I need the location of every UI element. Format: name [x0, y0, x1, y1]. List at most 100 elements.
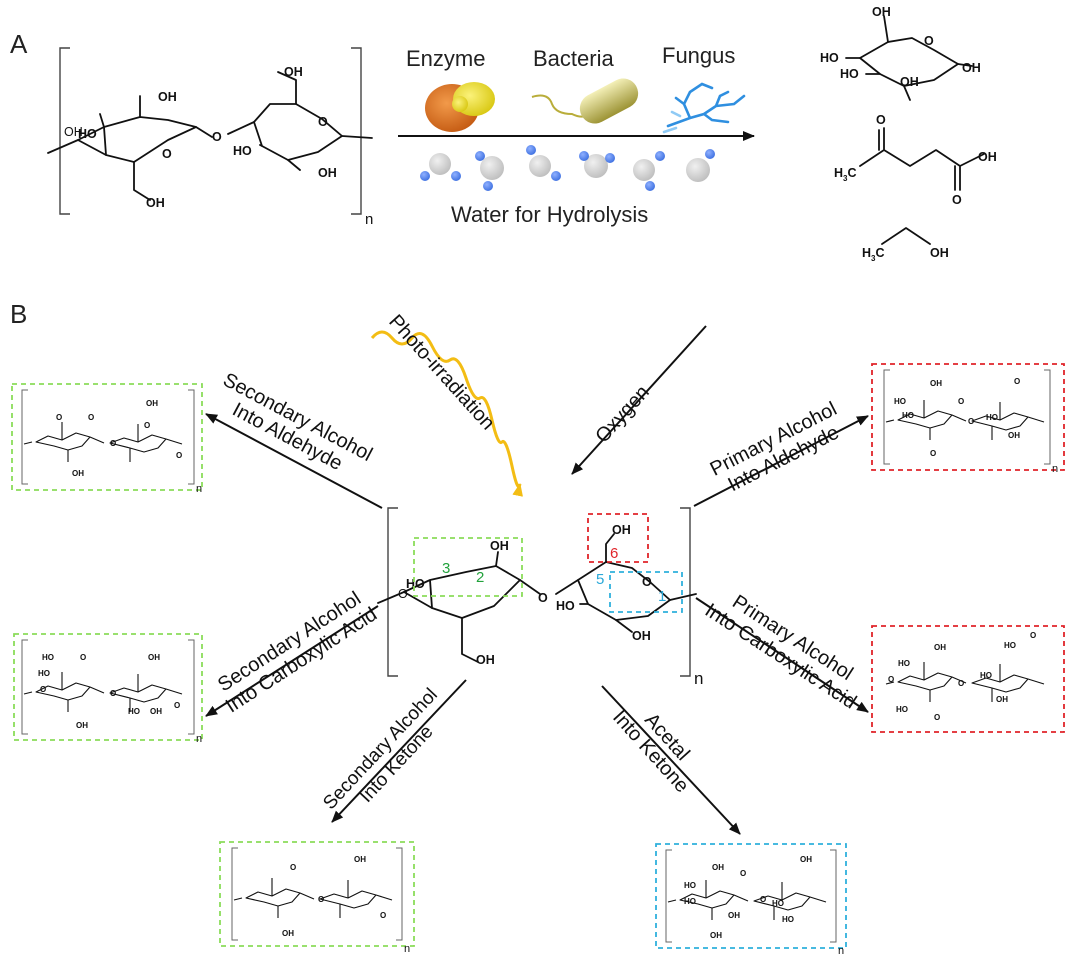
svg-text:OH: OH	[930, 246, 949, 260]
svg-text:HO: HO	[1004, 641, 1016, 650]
svg-text:3: 3	[442, 560, 450, 577]
svg-text:OH: OH	[632, 629, 651, 643]
svg-text:HO: HO	[78, 127, 97, 141]
svg-text:HO: HO	[898, 659, 910, 668]
arrow-primary-carboxylic	[695, 597, 869, 713]
arrow-secondary-ketone	[331, 679, 467, 823]
svg-text:OH: OH	[148, 653, 160, 662]
fungus-icon	[662, 82, 746, 134]
primary-alcohol-highlight	[587, 513, 649, 563]
svg-text:HO: HO	[684, 881, 696, 890]
svg-text:OH: OH	[318, 166, 337, 180]
svg-text:O: O	[1014, 377, 1020, 386]
svg-text:n: n	[196, 483, 202, 495]
label-secondary-carboxylic: Secondary Alcohol Into Carboxylic Acid	[214, 588, 381, 718]
svg-text:O: O	[56, 413, 62, 422]
product-secondary-aldehyde: OH O O O O O OH n	[11, 383, 203, 495]
svg-text:HO: HO	[894, 397, 906, 406]
svg-text:O: O	[876, 113, 886, 127]
svg-text:OH: OH	[934, 643, 946, 652]
arrow-primary-aldehyde	[693, 415, 869, 507]
svg-text:HO: HO	[684, 897, 696, 906]
svg-text:OH: OH	[76, 721, 88, 730]
svg-text:OH: OH	[612, 523, 631, 537]
svg-text:O: O	[968, 417, 974, 426]
svg-text:OH: OH	[354, 855, 366, 864]
svg-text:O: O	[318, 895, 324, 904]
svg-text:O: O	[176, 451, 182, 460]
svg-text:n: n	[404, 943, 410, 955]
oxygen-arrow	[571, 325, 707, 475]
water-molecule-icon	[420, 145, 715, 191]
enzyme-label: Enzyme	[406, 46, 485, 71]
label-secondary-ketone: Secondary Alcohol Into Ketone	[319, 684, 442, 813]
svg-text:H3C: H3C	[862, 246, 885, 263]
svg-text:OH: OH	[978, 150, 997, 164]
bacteria-icon	[531, 78, 639, 124]
svg-text:O: O	[924, 34, 934, 48]
svg-text:OH: OH	[282, 929, 294, 938]
svg-text:n: n	[196, 733, 202, 745]
svg-text:O: O	[110, 439, 116, 448]
svg-text:OH: OH	[284, 65, 303, 79]
svg-text:OH: OH	[146, 196, 165, 210]
svg-text:HO: HO	[986, 413, 998, 422]
svg-text:OH: OH	[150, 707, 162, 716]
svg-text:O: O	[212, 130, 222, 144]
svg-text:HO: HO	[128, 707, 140, 716]
panel-b-label: B	[10, 299, 27, 329]
product-primary-aldehyde: OH O HO HO O O HO OH O n	[871, 363, 1065, 475]
svg-text:2: 2	[476, 569, 484, 586]
ethanol-structure: H3C OH	[862, 227, 949, 263]
oxygen-label: Oxygen	[591, 381, 653, 447]
product-secondary-carboxylic: HO O HO O O OH HO OH O OH n	[13, 633, 203, 745]
hydrolysis-label: Water for Hydrolysis	[451, 202, 648, 227]
bacteria-label: Bacteria	[533, 46, 614, 71]
svg-text:HO: HO	[980, 671, 992, 680]
svg-text:OH: OH	[1008, 431, 1020, 440]
svg-text:O: O	[930, 449, 936, 458]
label-primary-carboxylic: Primary Alcohol Into Carboxylic Acid	[701, 591, 860, 714]
svg-text:HO: HO	[772, 899, 784, 908]
svg-text:HO: HO	[782, 915, 794, 924]
svg-text:O: O	[934, 713, 940, 722]
svg-text:HO: HO	[902, 411, 914, 420]
cellobiose-polymer: n HO OH O O OH OH HO O OH OH	[47, 47, 373, 228]
svg-text:HO: HO	[42, 653, 54, 662]
secondary-alcohol-highlight	[413, 537, 523, 597]
svg-text:HO: HO	[233, 144, 252, 158]
svg-text:OH: OH	[728, 911, 740, 920]
svg-text:1: 1	[658, 588, 666, 605]
svg-text:OH: OH	[996, 695, 1008, 704]
svg-text:O: O	[538, 591, 548, 605]
svg-text:O: O	[958, 679, 964, 688]
photo-irradiation-label: Photo-irradiation	[384, 311, 499, 435]
svg-text:OH: OH	[476, 653, 495, 667]
svg-text:O: O	[888, 675, 894, 684]
levulinic-acid-structure: O H3C OH O	[834, 113, 997, 207]
label-acetal-ketone: Acetal Into Ketone	[608, 706, 694, 797]
svg-text:O: O	[380, 911, 386, 920]
label-primary-aldehyde: Primary Alcohol Into Aldehyde	[707, 398, 843, 496]
svg-text:HO: HO	[896, 705, 908, 714]
svg-text:HO: HO	[556, 599, 575, 613]
svg-text:O: O	[642, 575, 652, 589]
svg-text:O: O	[318, 115, 328, 129]
glucose-structure: OH O HO HO OH OH	[820, 5, 981, 101]
svg-text:n: n	[838, 945, 844, 957]
svg-text:O: O	[398, 587, 408, 601]
svg-text:OH: OH	[900, 75, 919, 89]
svg-text:OH: OH	[72, 469, 84, 478]
arrow-secondary-carboxylic	[205, 605, 379, 717]
product-secondary-ketone: O OH O O OH n	[219, 841, 415, 955]
svg-text:n: n	[1052, 463, 1058, 475]
svg-text:O: O	[80, 653, 86, 662]
panel-a-label: A	[10, 29, 28, 59]
svg-text:OH: OH	[64, 125, 83, 139]
svg-text:O: O	[760, 895, 766, 904]
svg-text:OH: OH	[158, 90, 177, 104]
svg-text:O: O	[952, 193, 962, 207]
arrow-acetal-ketone	[601, 685, 741, 835]
fungus-label: Fungus	[662, 43, 735, 68]
